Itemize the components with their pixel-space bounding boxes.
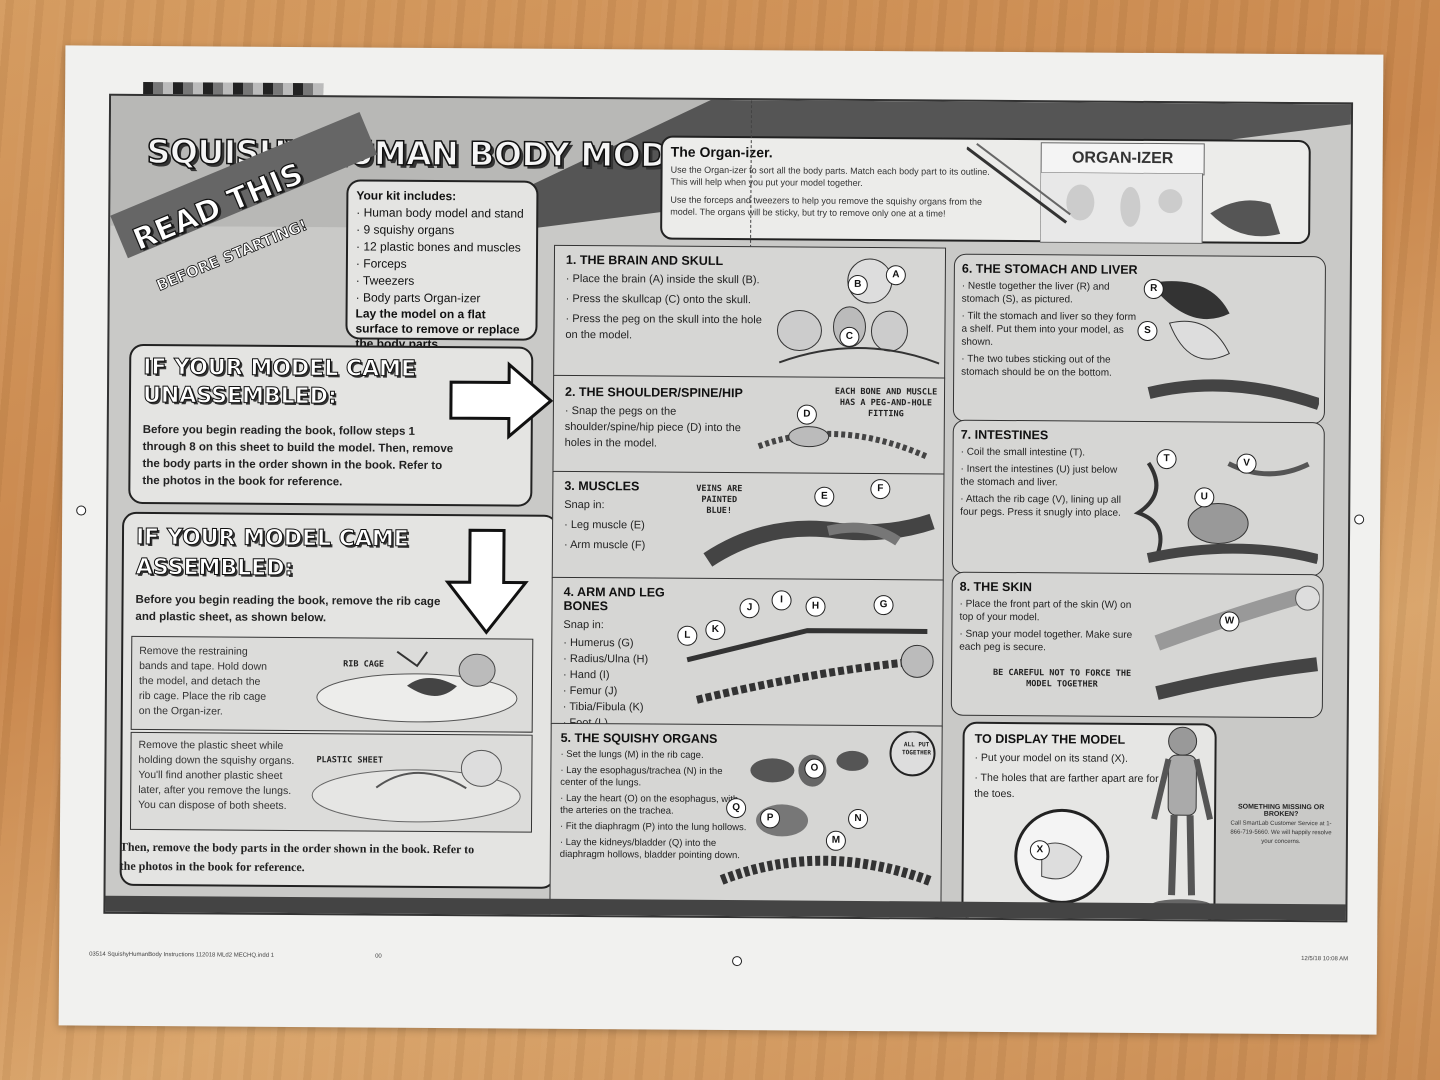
stand-closeup-illustration: [1014, 808, 1110, 904]
part-label-s: S: [1137, 320, 1158, 342]
kit-item: · Human body model and stand: [356, 205, 524, 221]
kit-item: · 9 squishy organs: [356, 222, 455, 238]
part-label-a: A: [885, 265, 906, 286]
part-label-m: M: [825, 830, 846, 851]
assembled-heading-2: ASSEMBLED:: [135, 554, 294, 582]
part-label-k: K: [705, 619, 726, 641]
step-line: · Snap the pegs on the shoulder/spine/hi…: [564, 404, 741, 450]
kit-contents-box: Your kit includes: · Human body model an…: [345, 179, 539, 351]
part-label-u: U: [1194, 487, 1215, 508]
artwork-area: SQUISHY HUMAN BODY MODEL READ THIS BEFOR…: [103, 93, 1354, 923]
step-7-text: 7. INTESTINES · Coil the small intestine…: [960, 428, 1131, 520]
part-label-c: C: [839, 326, 860, 347]
organizer-tray-illustration: [1040, 172, 1281, 244]
step-line: · Place the front part of the skin (W) o…: [959, 598, 1132, 624]
unassembled-heading: IF YOUR MODEL CAME: [143, 354, 417, 382]
step-line: · Tilt the stomach and liver so they for…: [961, 310, 1137, 348]
plastic-sheet-text: Remove the plastic sheet while holding d…: [138, 738, 295, 812]
part-label-q: Q: [726, 798, 747, 819]
missing-parts-text: SOMETHING MISSING OR BROKEN? Call SmartL…: [1226, 804, 1336, 848]
detach-rib-text: Remove the restraining bands and tape. H…: [138, 644, 268, 718]
model-illustration: [311, 749, 521, 823]
step-7-title: 7. INTESTINES: [960, 427, 1049, 443]
assembled-footer: Then, remove the body parts in the order…: [119, 839, 475, 875]
part-label-f: F: [870, 479, 891, 500]
assembled-text: Before you begin reading the book, remov…: [135, 593, 441, 625]
part-label-v: V: [1236, 453, 1257, 474]
skin-illustration: [1154, 585, 1320, 700]
unassembled-text: Before you begin reading the book, follo…: [142, 423, 454, 489]
part-label-p: P: [759, 808, 781, 829]
skeleton-illustration: [757, 426, 930, 461]
kit-item: · 12 plastic bones and muscles: [355, 239, 521, 255]
missing-title: SOMETHING MISSING OR BROKEN?: [1237, 803, 1325, 819]
model-illustration: [316, 650, 518, 723]
organizer-text-2: Use the forceps and tweezers to help you…: [670, 194, 983, 219]
registration-mark: [1354, 514, 1365, 525]
careful-note: BE CAREFUL NOT TO FORCE THE MODEL TOGETH…: [992, 667, 1132, 690]
down-arrow-icon: [444, 528, 529, 635]
part-label-l: L: [677, 625, 698, 646]
registration-mark: [732, 956, 743, 967]
part-label-t: T: [1156, 449, 1177, 470]
unassembled-heading-2: UNASSEMBLED:: [142, 382, 337, 410]
muscle-illustration: [703, 513, 935, 567]
part-label-i: I: [771, 590, 792, 611]
part-label-b: B: [847, 274, 868, 296]
step-line: · Snap your model together. Make sure ea…: [959, 628, 1133, 654]
stomach-liver-illustration: [1147, 281, 1320, 410]
bones-illustration: [686, 628, 934, 704]
step-line: · Insert the intestines (U) just below t…: [960, 463, 1118, 489]
step-line: · Place the brain (A) inside the skull (…: [565, 272, 760, 287]
step-6-text: 6. THE STOMACH AND LIVER · Nestle togeth…: [961, 262, 1142, 380]
part-label-n: N: [847, 808, 869, 830]
kit-item: · Forceps: [355, 256, 407, 271]
print-slug-right: 12/5/18 10:08 AM: [1301, 956, 1349, 963]
kit-item: · Body parts Organ-izer: [355, 290, 481, 306]
step-8-title: 8. THE SKIN: [959, 579, 1032, 595]
step-line: · Press the peg on the skull into the ho…: [565, 312, 762, 342]
step-1-text: 1. THE BRAIN AND SKULL · Place the brain…: [565, 253, 776, 344]
kit-heading: Your kit includes:: [356, 188, 457, 204]
part-label-h: H: [805, 596, 826, 617]
step-line: · Coil the small intestine (T).: [960, 446, 1086, 459]
step-2-text: 2. THE SHOULDER/SPINE/HIP · Snap the peg…: [565, 385, 765, 452]
part-label-o: O: [804, 758, 825, 779]
skull-illustration: [776, 258, 940, 365]
organizer-title: The Organ-izer.: [670, 143, 773, 161]
assembled-heading: IF YOUR MODEL CAME: [135, 524, 409, 552]
part-label-d: D: [796, 404, 817, 425]
step-line: · Attach the rib cage (V), lining up all…: [960, 493, 1121, 519]
part-label-r: R: [1143, 278, 1164, 300]
assembled-model-illustration: [1151, 726, 1213, 912]
part-label-e: E: [814, 486, 835, 507]
step-1-title: 1. THE BRAIN AND SKULL: [565, 252, 724, 269]
kit-item: · Tweezers: [355, 273, 415, 288]
step-8-text: 8. THE SKIN · Place the front part of th…: [959, 580, 1146, 655]
part-label-x: X: [1029, 840, 1050, 861]
part-label-w: W: [1219, 611, 1240, 632]
part-label-j: J: [739, 598, 760, 619]
right-arrow-icon: [449, 361, 554, 440]
organizer-text-1: Use the Organ-izer to sort all the body …: [670, 164, 990, 188]
step-line: · The two tubes sticking out of the stom…: [961, 353, 1112, 379]
part-label-g: G: [873, 595, 894, 616]
step-line: · Nestle together the liver (R) and stom…: [961, 280, 1110, 306]
step-line: · Press the skullcap (C) onto the skull.: [565, 292, 751, 307]
instruction-sheet: SQUISHY HUMAN BODY MODEL READ THIS BEFOR…: [58, 45, 1384, 1035]
all-together-note: ALL PUT TOGETHER: [902, 741, 931, 757]
organizer-text: Use the Organ-izer to sort all the body …: [670, 164, 990, 220]
registration-mark: [76, 505, 87, 516]
step-2-title: 2. THE SHOULDER/SPINE/HIP: [564, 384, 743, 401]
tweezers-icon: [966, 142, 1071, 224]
print-slug-page: 00: [375, 953, 382, 960]
missing-body: Call SmartLab Customer Service at 1-866-…: [1230, 820, 1332, 846]
step-6-title: 6. THE STOMACH AND LIVER: [961, 261, 1138, 277]
print-slug-left: 03514 SquishyHumanBody Instructions 1120…: [89, 951, 275, 959]
